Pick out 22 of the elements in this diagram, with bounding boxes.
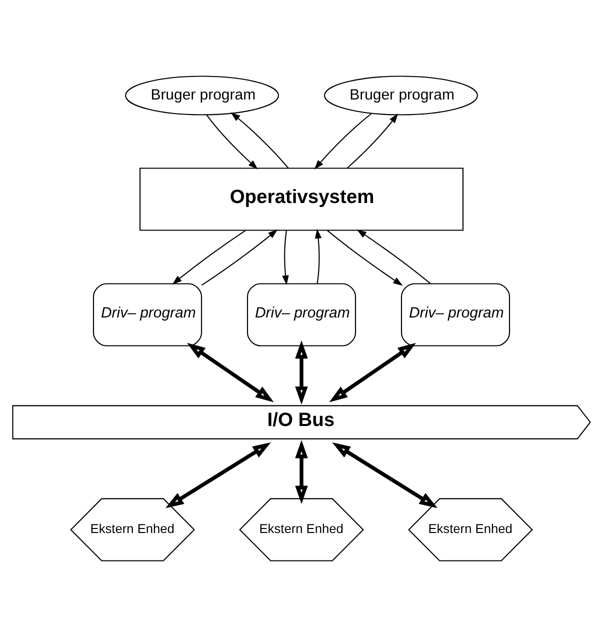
node-box: Driv– program — [400, 283, 510, 346]
arrow — [165, 442, 271, 508]
arrow — [172, 230, 246, 284]
node-ellipse: Bruger program — [125, 76, 280, 116]
arrow — [206, 114, 258, 170]
arrow — [346, 113, 398, 169]
arrow — [332, 442, 438, 508]
arrow — [314, 228, 322, 284]
arrow — [314, 112, 372, 170]
arrow — [295, 340, 308, 405]
node-ellipse: Bruger program — [324, 76, 478, 116]
arrow — [282, 230, 289, 286]
arrow — [295, 440, 308, 504]
arrow — [329, 342, 416, 402]
arrow — [201, 229, 278, 286]
node-box: Driv– program — [246, 283, 356, 346]
arrow — [186, 342, 274, 402]
arrow — [230, 112, 289, 169]
arrow — [326, 230, 403, 286]
node-box: Driv– program — [92, 283, 202, 346]
node-box: Operativsystem — [139, 168, 464, 231]
arrow — [356, 230, 431, 284]
